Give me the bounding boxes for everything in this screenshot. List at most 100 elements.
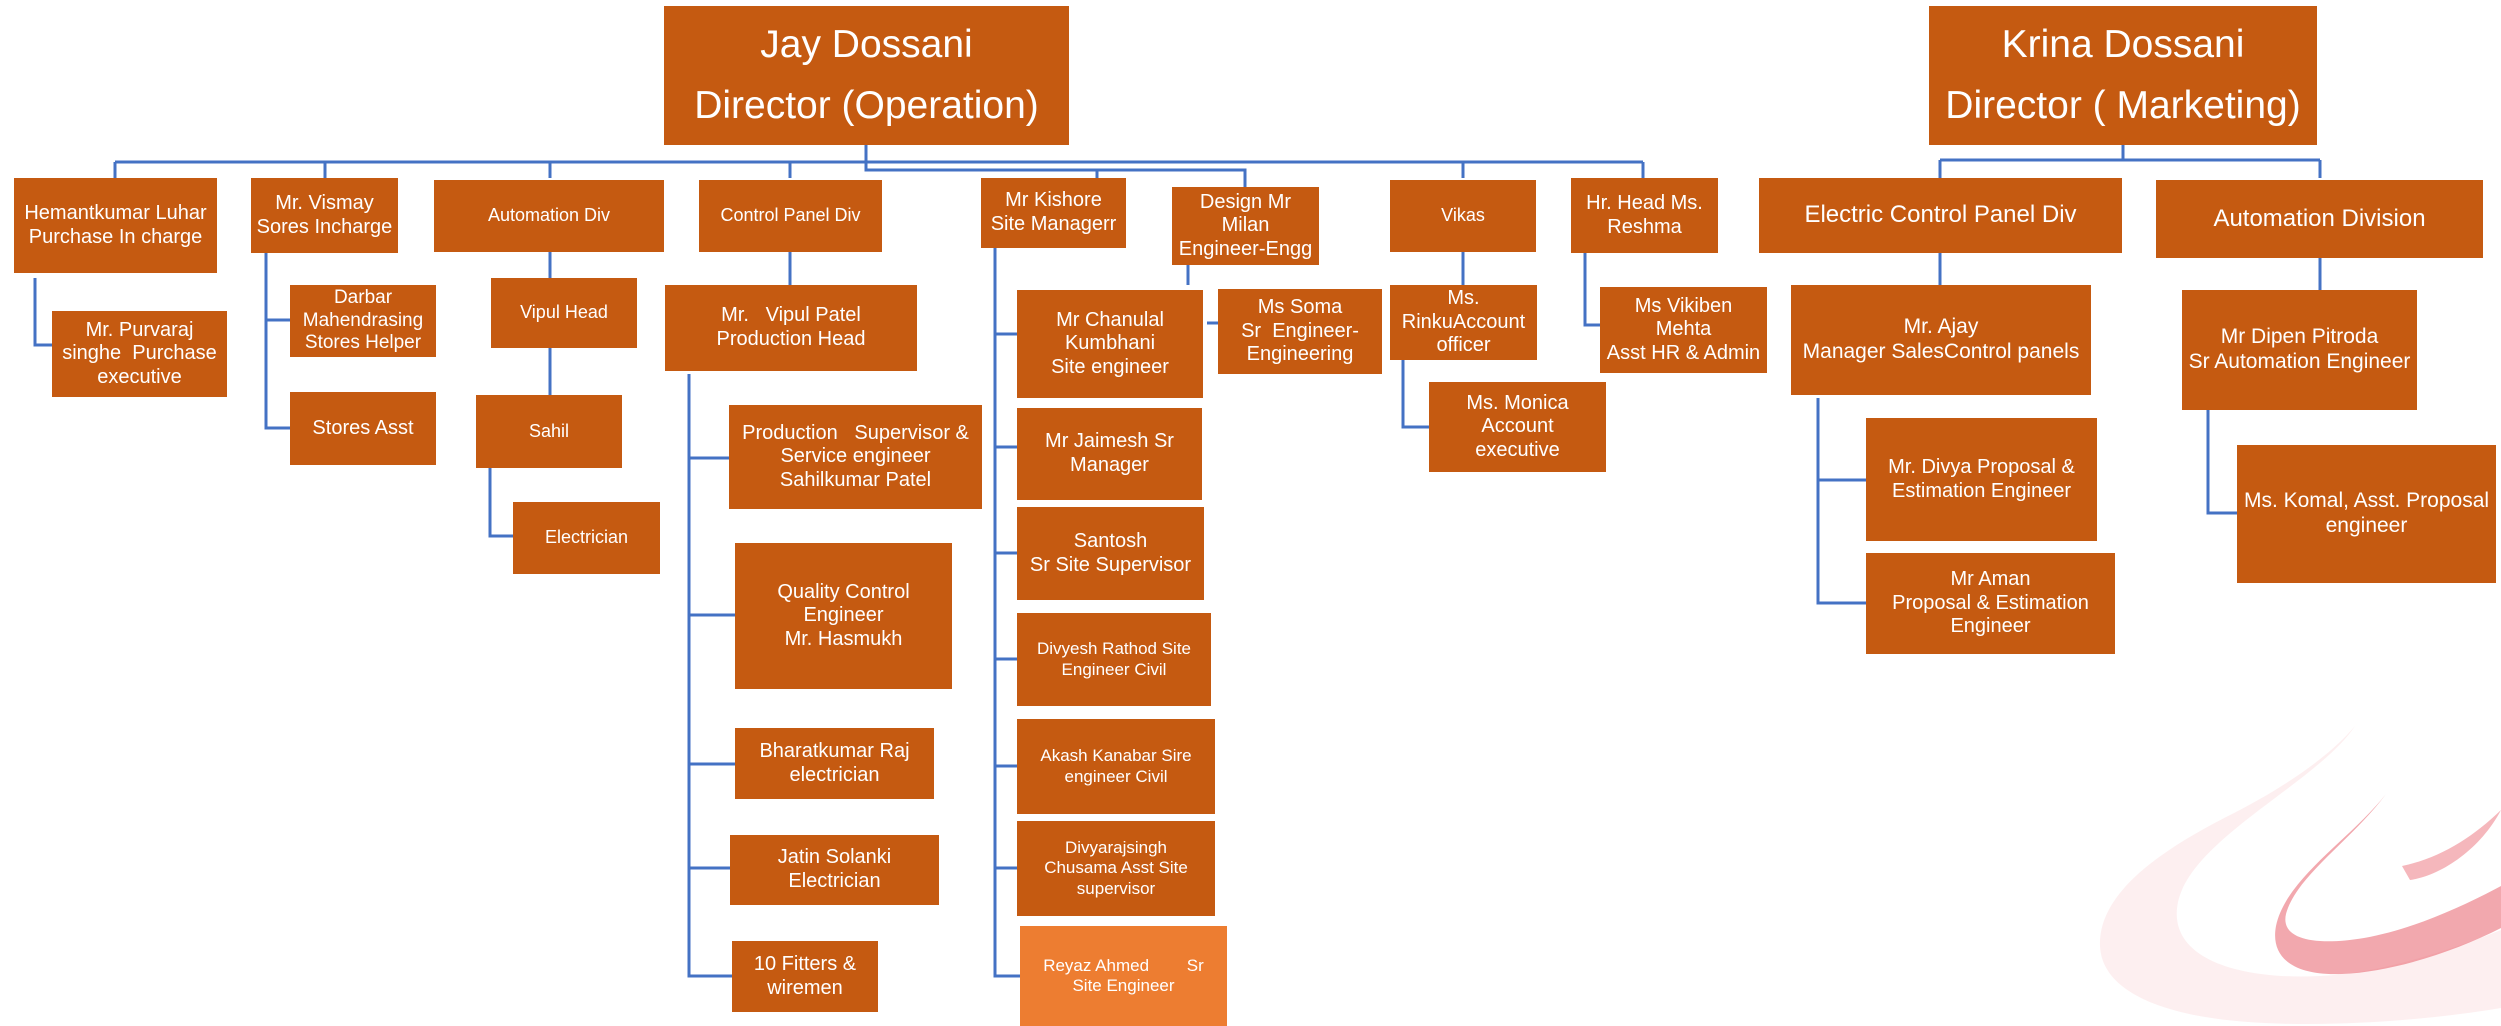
box-text-line: Engineer — [1950, 615, 2031, 638]
automation-div-box: Automation Div — [434, 180, 664, 252]
box-text-line: Sr Site Supervisor — [1029, 553, 1192, 576]
box-text-line: supervisor — [1076, 878, 1156, 898]
box-text-line: Site engineer — [1051, 355, 1169, 378]
box-text-line: Stores Helper — [304, 332, 422, 354]
box-text-line: Site Engineer — [1072, 976, 1175, 995]
box-text-line: Milan — [1221, 214, 1270, 237]
box-text-line: 10 Fitters & — [753, 952, 857, 975]
box-text-line: Vikas — [1441, 205, 1485, 226]
hr-head-box: Hr. Head Ms.Reshma — [1571, 178, 1718, 253]
box-text-line: Ms. Monica — [1466, 391, 1569, 414]
box-text-line: Engineering — [1246, 343, 1354, 366]
box-text-line: wiremen — [767, 976, 843, 999]
box-text-line: Jay Dossani — [760, 23, 973, 67]
box-text-line: Mr Jaimesh Sr — [1045, 430, 1174, 453]
box-text-line: Engineer-Engg — [1178, 237, 1313, 260]
box-text-line: engineer Civil — [1064, 766, 1168, 786]
box-text-line: Sahil — [528, 420, 570, 441]
box-text-line: Director ( Marketing) — [1945, 83, 2301, 127]
box-text-line: singhe Purchase — [62, 342, 217, 365]
box-text-line: Sr Engineer- — [1241, 319, 1359, 342]
box-text-line: Mr Dipen Pitroda — [2220, 325, 2379, 349]
box-text-line: Control Panel Div — [720, 205, 861, 226]
box-text-line: Sr Automation Engineer — [2188, 350, 2411, 373]
box-text-line: engineer — [2325, 514, 2408, 537]
box-text-line: electrician — [789, 763, 880, 786]
box-text-line: Mr. Divya Proposal & — [1888, 455, 2075, 478]
proposal-engineer-divya-box: Mr. Divya Proposal &Estimation Engineer — [1866, 418, 2097, 541]
box-text-line: Electric Control Panel Div — [1804, 201, 2077, 229]
box-text-line: Vipul Head — [520, 302, 608, 323]
electrician-box: Electrician — [513, 502, 660, 574]
box-text-line: Mr. Purvaraj — [85, 318, 194, 341]
box-text-line: Mehta — [1655, 318, 1712, 341]
box-text-line: Ms. Komal, Asst. Proposal — [2243, 489, 2490, 513]
box-text-line: Service engineer — [780, 445, 931, 468]
company-logo-watermark — [2099, 726, 2501, 1025]
box-text-line: Reyaz Ahmed Sr — [1043, 955, 1204, 975]
box-text-line: Mr Kishore — [1005, 189, 1102, 212]
box-text-line: Stores Asst — [312, 416, 414, 439]
box-text-line: Mr. Hasmukh — [784, 627, 903, 650]
box-text-line: Mr. Ajay — [1903, 315, 1979, 339]
vikas-box: Vikas — [1390, 180, 1536, 252]
box-text-line: Akash Kanabar Sire — [1040, 746, 1192, 766]
box-text-line: Kumbhani — [1064, 332, 1156, 355]
box-text-line: Divyesh Rathod Site — [1036, 639, 1192, 659]
control-panel-div-box: Control Panel Div — [699, 180, 882, 252]
box-text-line: Ms Vikiben — [1634, 294, 1733, 317]
fitters-wiremen-box: 10 Fitters &wiremen — [732, 941, 878, 1012]
box-text-line: Santosh — [1073, 529, 1148, 552]
box-text-line: Hr. Head Ms. — [1586, 191, 1703, 214]
box-text-line: Quality Control — [777, 580, 910, 603]
box-text-line: Engineer — [803, 604, 884, 627]
box-text-line: Ms Soma — [1257, 296, 1343, 319]
box-text-line: Mr Chanulal — [1056, 308, 1164, 331]
box-text-line: Purchase In charge — [28, 225, 203, 248]
box-text-line: Account — [1481, 415, 1554, 438]
box-text-line: executive — [1475, 438, 1560, 461]
box-text-line: Chusama Asst Site — [1044, 858, 1188, 878]
automation-division-box: Automation Division — [2156, 180, 2483, 258]
box-text-line: Automation Division — [2213, 204, 2426, 232]
box-text-line: Mr. Vismay — [275, 191, 374, 214]
box-text-line: Automation Div — [487, 205, 611, 226]
box-text-line: Electrician — [788, 870, 881, 892]
box-text-line: Estimation Engineer — [1892, 479, 2071, 502]
box-text-line: Electrician — [544, 527, 629, 548]
box-text-line: Mr. Vipul Patel — [721, 304, 861, 327]
box-text-line: Sores Incharge — [256, 215, 393, 238]
box-text-line: Mahendrasing — [302, 309, 424, 331]
box-text-line: RinkuAccount — [1401, 310, 1526, 333]
stores-asst-box: Stores Asst — [290, 392, 436, 465]
box-text-line: Site Managerr — [990, 213, 1117, 235]
box-text-line: Manager SalesControl panels — [1802, 340, 2080, 363]
box-text-line: Manager — [1070, 454, 1149, 476]
box-text-line: officer — [1436, 334, 1491, 357]
electric-control-panel-div-box: Electric Control Panel Div — [1759, 178, 2122, 253]
